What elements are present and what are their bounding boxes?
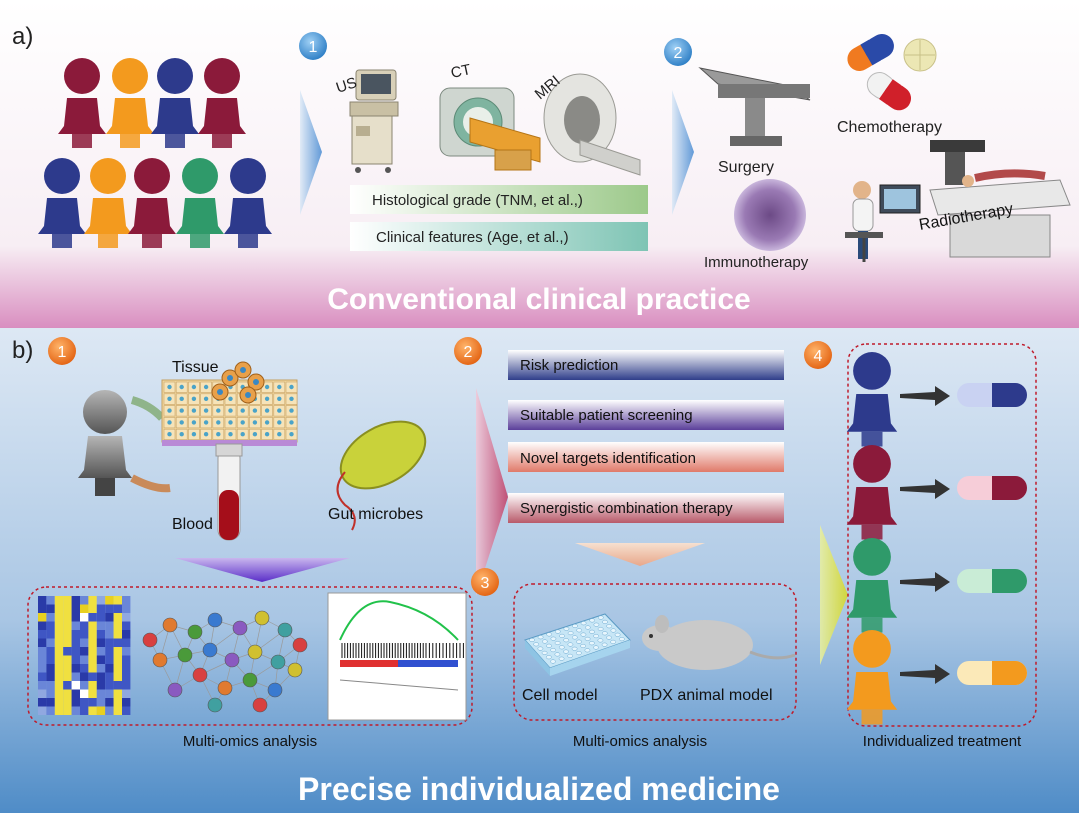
gut-microbes-label: Gut microbes <box>328 506 423 523</box>
outcome-risk-prediction: Risk prediction <box>520 357 618 374</box>
pdx-model-label: PDX animal model <box>640 687 773 704</box>
step-4-number: 4 <box>814 348 823 365</box>
immunotherapy-label: Immunotherapy <box>704 254 809 271</box>
outcome-patient-screening: Suitable patient screening <box>520 407 693 424</box>
multi-omics-caption-left: Multi-omics analysis <box>183 733 317 750</box>
multi-omics-caption-mid: Multi-omics analysis <box>573 733 707 750</box>
surgery-label: Surgery <box>718 159 774 176</box>
capsule-icon <box>957 383 1027 407</box>
gsea-plot-icon <box>328 593 466 720</box>
panel-b-banner: Precise individualized medicine <box>298 771 780 807</box>
blood-tube-icon <box>216 444 242 540</box>
capsule-icon <box>957 569 1027 593</box>
step-1-number: 1 <box>58 344 67 361</box>
chemotherapy-label: Chemotherapy <box>837 119 942 136</box>
outcome-novel-targets: Novel targets identification <box>520 450 696 467</box>
clinical-features-text: Clinical features (Age, et al.,) <box>376 229 569 246</box>
step-2-number: 2 <box>464 344 473 361</box>
cell-model-label: Cell model <box>522 687 598 704</box>
blood-label: Blood <box>172 516 213 533</box>
panel-b-label: b) <box>12 337 33 364</box>
panel-a-banner: Conventional clinical practice <box>327 283 750 316</box>
histological-grade-text: Histological grade (TNM, et al.,) <box>372 192 583 209</box>
step-1-number: 1 <box>309 39 318 56</box>
capsule-icon <box>957 661 1027 685</box>
panel-a-label: a) <box>12 23 33 50</box>
tissue-label: Tissue <box>172 359 219 376</box>
step-2-number: 2 <box>674 45 683 62</box>
capsule-icon <box>957 476 1027 500</box>
outcome-combination-therapy: Synergistic combination therapy <box>520 500 733 517</box>
individualized-treatment-caption: Individualized treatment <box>863 733 1022 750</box>
immune-cell-icon <box>734 179 806 251</box>
step-3-number: 3 <box>481 575 490 592</box>
heatmap-icon <box>38 596 130 715</box>
